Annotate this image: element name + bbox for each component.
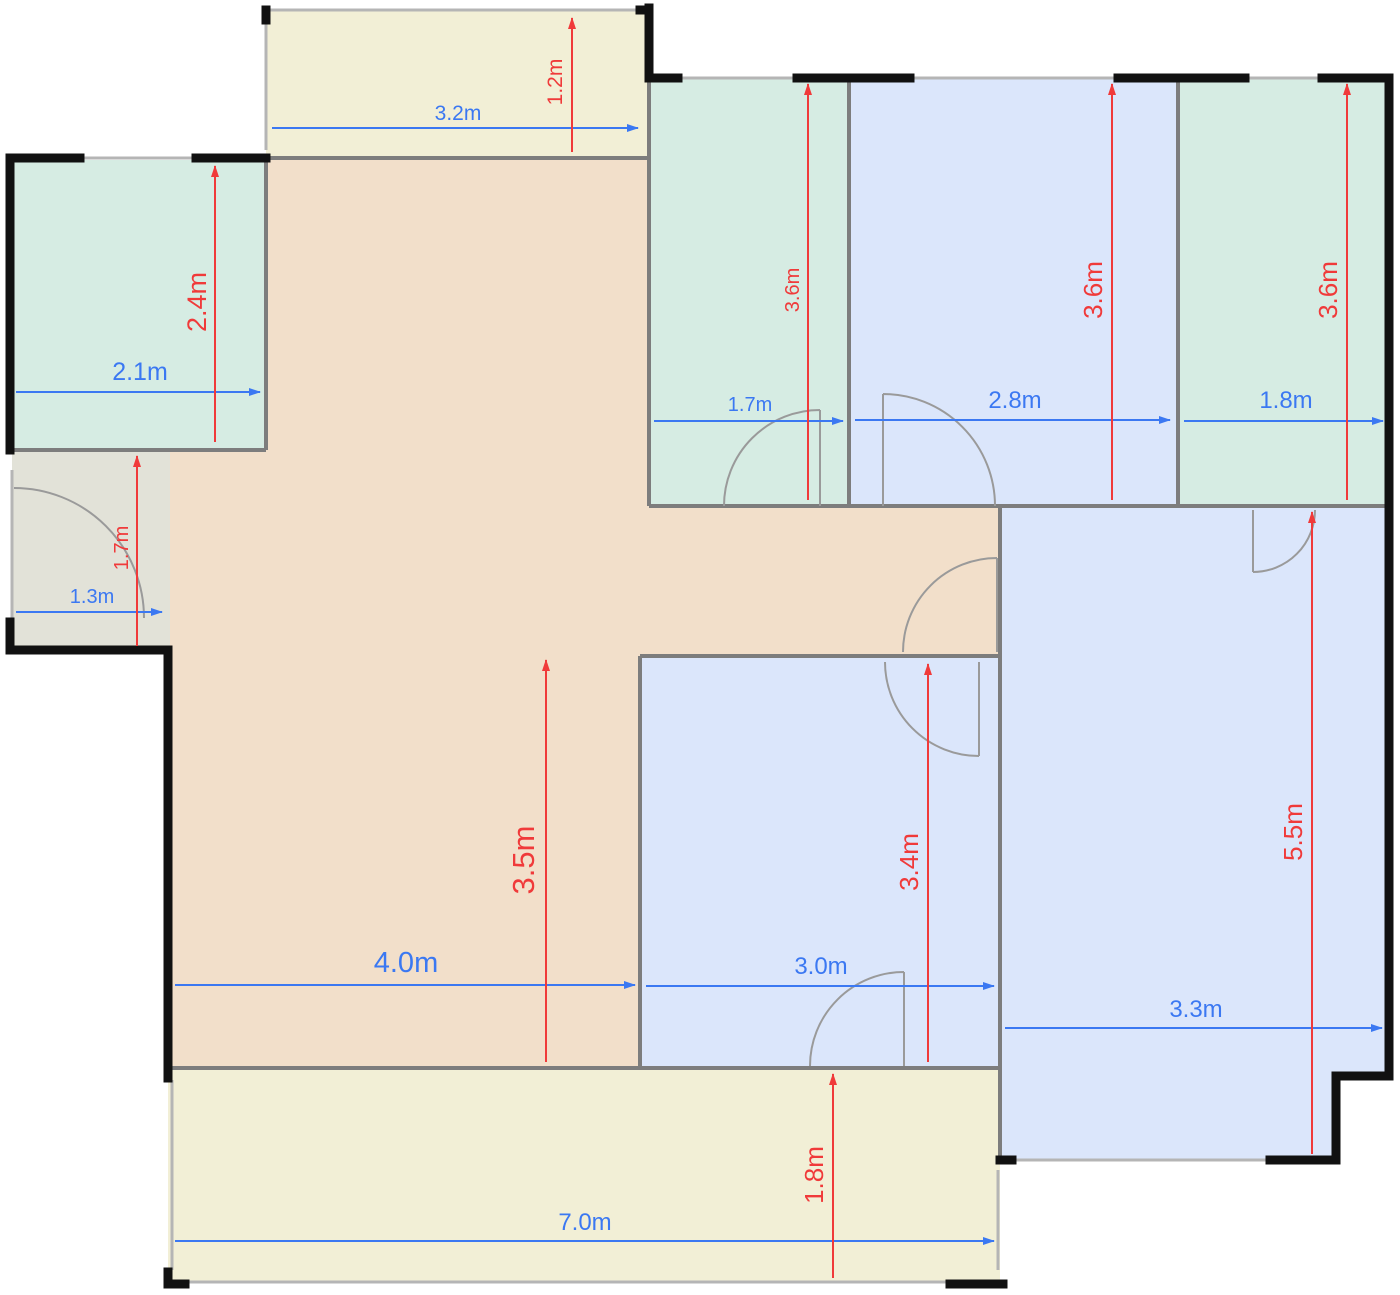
label-center-bedroom-depth: 3.4m (894, 833, 924, 891)
top-room-3 (1179, 78, 1389, 506)
left-small-room (12, 160, 266, 450)
label-left-room-depth: 2.4m (182, 272, 212, 332)
label-left-room-width: 2.1m (112, 358, 168, 386)
entry-room (12, 450, 172, 648)
label-top-room-2-depth: 3.6m (1078, 261, 1108, 319)
label-entry-width: 1.3m (70, 586, 114, 608)
label-center-bedroom-width: 3.0m (794, 953, 847, 980)
label-bottom-balcony-depth: 1.8m (799, 1146, 829, 1204)
label-top-room-3-width: 1.8m (1259, 387, 1312, 414)
top-balcony-room (266, 10, 649, 158)
outer-walls (5, 3, 1394, 1289)
top-room-1 (649, 78, 848, 506)
dimension-arrows (16, 17, 1384, 1278)
label-top-room-3-depth: 3.6m (1313, 261, 1343, 319)
label-living-depth: 3.5m (506, 826, 541, 895)
center-bedroom (640, 658, 1000, 1068)
inner-walls (12, 78, 1389, 1160)
label-top-balcony-depth: 1.2m (544, 59, 567, 106)
top-room-2 (850, 78, 1177, 506)
label-top-room-1-depth: 3.6m (782, 268, 804, 312)
label-bottom-balcony-width: 7.0m (558, 1209, 611, 1236)
door-top-room-1 (723, 409, 821, 507)
label-right-bedroom-width: 3.3m (1169, 996, 1222, 1023)
doors (13, 393, 1316, 1067)
living-dining-room (168, 158, 1000, 1068)
label-right-bedroom-depth: 5.5m (1278, 803, 1308, 861)
windows (10, 8, 1320, 1284)
label-living-width: 4.0m (374, 947, 438, 979)
door-center-bedroom-lower (809, 971, 905, 1067)
label-entry-depth: 1.7m (111, 526, 133, 570)
label-top-room-2-width: 2.8m (988, 387, 1041, 414)
dimension-labels: 3.2m 1.2m 2.1m 2.4m 1.3m 1.7m 1.7m 3.6m … (70, 59, 1343, 1236)
right-bedroom (1000, 506, 1389, 1160)
door-entry (13, 487, 145, 619)
label-top-balcony-width: 3.2m (435, 102, 482, 125)
label-top-room-1-width: 1.7m (728, 394, 772, 416)
door-top-room-2 (882, 393, 996, 507)
door-right-bedroom (902, 557, 998, 653)
room-fills (12, 10, 1389, 1282)
door-center-bedroom (884, 661, 980, 757)
bottom-balcony-room (168, 1068, 1000, 1282)
